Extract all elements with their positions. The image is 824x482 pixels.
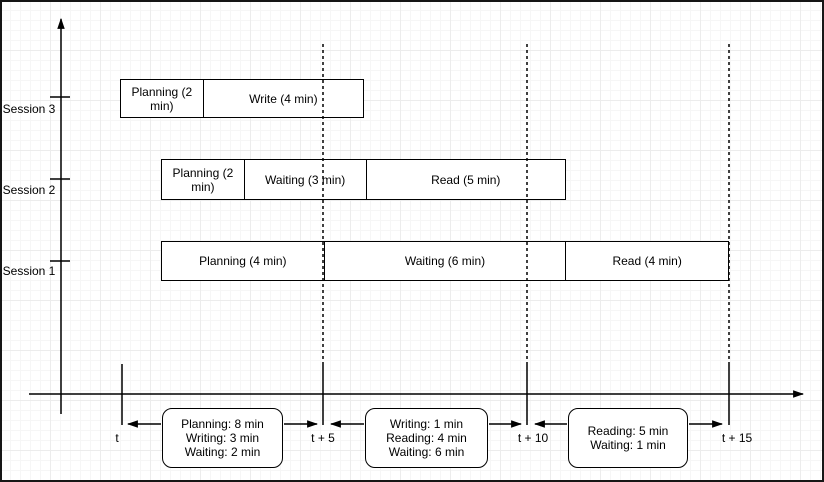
note-line: Waiting: 2 min: [184, 445, 261, 459]
note-line: Planning: 8 min: [181, 417, 264, 431]
time-label-t15: t + 15: [721, 431, 753, 445]
note-line: Reading: 4 min: [386, 431, 467, 445]
note-line: Reading: 5 min: [587, 424, 669, 438]
time-label-t: t: [115, 431, 119, 445]
session-2-planning-segment: Planning (2 min): [172, 165, 234, 194]
note-line: Waiting: 6 min: [388, 445, 465, 459]
session-1-waiting-segment: Waiting (6 min): [323, 242, 566, 280]
session-3-write-segment: Write (4 min): [202, 80, 363, 117]
session-2-row: Planning (2 min) Waiting (3 min) Read (5…: [161, 159, 566, 200]
session-2-read-segment: Read (5 min): [365, 160, 566, 199]
session-3-row: Planning (2 min) Write (4 min): [120, 79, 364, 118]
summary-note-t5-to-t10: Writing: 1 min Reading: 4 min Waiting: 6…: [365, 408, 488, 468]
session-1-label: Session 1: [2, 264, 56, 278]
time-label-t5: t + 5: [311, 431, 335, 445]
summary-note-t10-to-t15: Reading: 5 min Waiting: 1 min: [568, 408, 688, 468]
session-2-waiting-segment: Waiting (3 min): [243, 160, 366, 199]
session-1-row: Planning (4 min) Waiting (6 min) Read (4…: [161, 241, 729, 281]
note-line: Writing: 1 min: [389, 417, 464, 431]
note-line: Waiting: 1 min: [590, 438, 666, 452]
session-3-label: Session 3: [2, 102, 56, 116]
session-1-read-segment: Read (4 min): [565, 242, 728, 280]
time-label-t10: t + 10: [517, 431, 549, 445]
session-1-planning-segment: Planning (4 min): [199, 254, 287, 268]
summary-note-t-to-t5: Planning: 8 min Writing: 3 min Waiting: …: [162, 408, 283, 468]
note-line: Writing: 3 min: [185, 431, 260, 445]
session-2-label: Session 2: [2, 183, 56, 197]
session-3-planning-segment: Planning (2 min): [131, 84, 193, 113]
